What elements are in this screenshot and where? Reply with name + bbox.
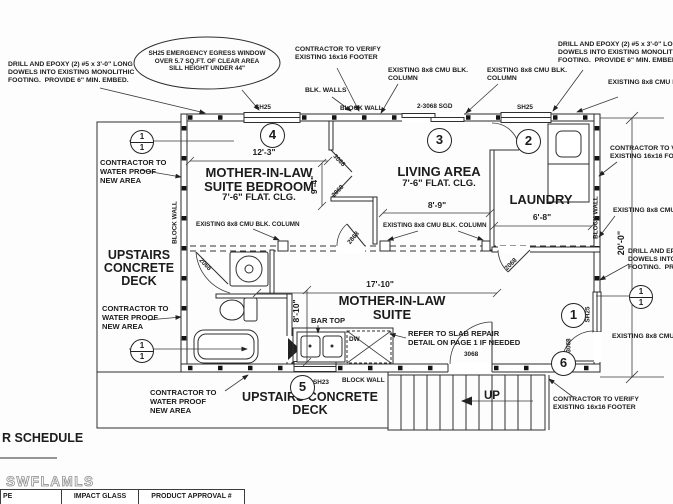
elevation-number: 1 xyxy=(638,297,644,307)
note-drill-epoxy-right: DRILL AND EPOXY (2) #5 x 3'-0" LONG DOWE… xyxy=(558,41,673,65)
egress-callout-oval xyxy=(134,37,280,89)
note-waterproof-2: CONTRACTOR TO WATER PROOF NEW AREA xyxy=(102,304,169,331)
bar-kitchen xyxy=(293,328,393,364)
dim-suite-height: 8'-10" xyxy=(291,299,301,323)
existing-beam-line xyxy=(190,241,594,251)
dryer xyxy=(548,164,589,202)
note-waterproof-1: CONTRACTOR TO WATER PROOF NEW AREA xyxy=(100,158,167,185)
elevation-number: 1 xyxy=(139,351,145,361)
note-egress-window: SH25 EMERGENCY EGRESS WINDOW OVER 5.7 SQ… xyxy=(148,50,266,73)
leader-lines xyxy=(100,68,640,397)
keynote-5: 5 xyxy=(290,375,315,400)
closet-door-leaf xyxy=(331,176,352,198)
sliding-door-panel xyxy=(402,114,435,118)
note-refer-slab: REFER TO SLAB REPAIR DETAIL ON PAGE 1 IF… xyxy=(408,329,521,347)
elevation-number: 1 xyxy=(139,142,145,152)
closet-door-leaf xyxy=(331,150,352,172)
interior-walls xyxy=(196,121,600,364)
schedule-title: R SCHEDULE xyxy=(2,431,84,445)
tag-block-wall-bottom: BLOCK WALL xyxy=(342,377,385,384)
dim-suite-width: 17'-10" xyxy=(366,279,394,289)
exterior-openings xyxy=(244,112,602,373)
table-cell-product-approval: PRODUCT APPROVAL # xyxy=(138,489,245,504)
door-swing xyxy=(196,252,230,293)
tag-block-wall-right: BLOCK WALL xyxy=(592,196,600,239)
tag-sh25-top-right: SH25 xyxy=(517,104,533,111)
note-cmu-living: EXISTING 8x8 CMU BLK. COLUMN xyxy=(383,222,487,229)
room-laundry: LAUNDRY xyxy=(509,192,573,207)
tag-block-wall-left: BLOCK WALL xyxy=(171,201,179,244)
note-cmu-right-top: EXISTING 8x8 CMU BLK. COLUMN xyxy=(608,79,673,86)
door-swing xyxy=(492,123,519,150)
room-bedroom-name: MOTHER-IN-LAW SUITE BEDROOM xyxy=(204,165,314,194)
note-drill-epoxy-right-bottom: DRILL AND EPOXY (2) #5 x 3'-0" LONG DOWE… xyxy=(628,248,673,272)
room-bedroom-ceiling: 7'-6" FLAT. CLG. xyxy=(222,192,296,204)
door-symbol xyxy=(288,338,300,360)
room-deck-left: UPSTAIRS CONCRETE DECK xyxy=(103,248,175,288)
bar-counter xyxy=(293,328,393,364)
room-living-ceiling: 7'-6" FLAT. CLG. xyxy=(402,177,476,189)
note-cmu-right-mid: EXISTING 8x8 CMU BLK. COLUMN xyxy=(613,207,673,214)
note-verify-footer-right: CONTRACTOR TO VERIFY EXISTING 16x16 FOOT… xyxy=(610,145,673,161)
tag-sh25-top-left: SH25 xyxy=(255,104,271,111)
note-cmu-bedroom: EXISTING 8x8 CMU BLK. COLUMN xyxy=(196,221,300,228)
room-deck-bottom: UPSTAIRS CONCRETE DECK xyxy=(242,390,378,417)
door-leaf xyxy=(508,250,530,272)
toilet xyxy=(220,300,244,320)
room-living-name: LIVING AREA xyxy=(397,164,481,179)
door-leaf xyxy=(347,224,365,246)
keynote-4: 4 xyxy=(260,123,285,148)
label-bar-top: BAR TOP xyxy=(311,316,346,325)
keynote-1: 1 xyxy=(561,303,586,328)
room-suite: MOTHER-IN-LAW SUITE xyxy=(338,293,446,322)
dim-laundry-width: 6'-8" xyxy=(532,212,552,222)
stairs xyxy=(388,375,549,430)
note-blk-walls: BLK. WALLS xyxy=(305,87,347,94)
keynote-6: 6 xyxy=(551,351,576,376)
table-cell-type: PE xyxy=(0,489,62,504)
bathroom-fixtures xyxy=(194,252,268,363)
note-waterproof-3: CONTRACTOR TO WATER PROOF NEW AREA xyxy=(150,388,217,415)
label-up: UP xyxy=(484,390,500,402)
laundry-appliances xyxy=(548,124,589,202)
door-swing xyxy=(450,322,492,364)
watermark-swflamls: SWFLAMLS xyxy=(6,474,95,490)
door-swing xyxy=(498,250,508,272)
dim-living-width: 8'-9" xyxy=(427,200,447,210)
dim-bedroom-height: 9'-4" xyxy=(309,175,319,195)
tag-sh23: SH23 xyxy=(313,379,329,386)
elevation-number: 1 xyxy=(131,132,153,143)
note-drill-epoxy-left: DRILL AND EPOXY (2) #5 x 3'-0" LONG DOWE… xyxy=(8,61,135,85)
door-swing xyxy=(337,224,347,246)
note-verify-footer-top: CONTRACTOR TO VERIFY EXISTING 16x16 FOOT… xyxy=(295,46,381,62)
dim-overall-height: 20'-0" xyxy=(616,230,626,256)
dimension-lines xyxy=(186,112,664,383)
table-cell-impact-glass: IMPACT GLASS xyxy=(61,489,139,504)
tag-dishwasher: DW xyxy=(349,336,360,343)
tag-sliding-door: 2-3068 SGD xyxy=(417,103,453,110)
note-cmu-column-2: EXISTING 8x8 CMU BLK. COLUMN xyxy=(487,67,568,83)
dim-bedroom-width: 12'-3" xyxy=(252,147,276,157)
sliding-door-panel xyxy=(431,118,464,122)
tag-door-3068-bottom: 3068 xyxy=(464,351,479,358)
note-cmu-right-bottom: EXISTING 8x8 CMU BLK. COLUMN xyxy=(612,333,673,340)
keynote-2: 2 xyxy=(516,129,541,154)
tag-block-wall-top: BLOCK WALL xyxy=(340,105,383,112)
elevation-number: 1 xyxy=(131,341,153,352)
up-arrow-icon xyxy=(461,396,472,406)
keynote-3: 3 xyxy=(427,128,452,153)
note-verify-footer-bottom: CONTRACTOR TO VERIFY EXISTING 16x16 FOOT… xyxy=(553,396,639,412)
elevation-number: 1 xyxy=(630,287,652,298)
door-leaf xyxy=(196,252,228,284)
note-cmu-column-1: EXISTING 8x8 CMU BLK. COLUMN xyxy=(388,67,469,83)
